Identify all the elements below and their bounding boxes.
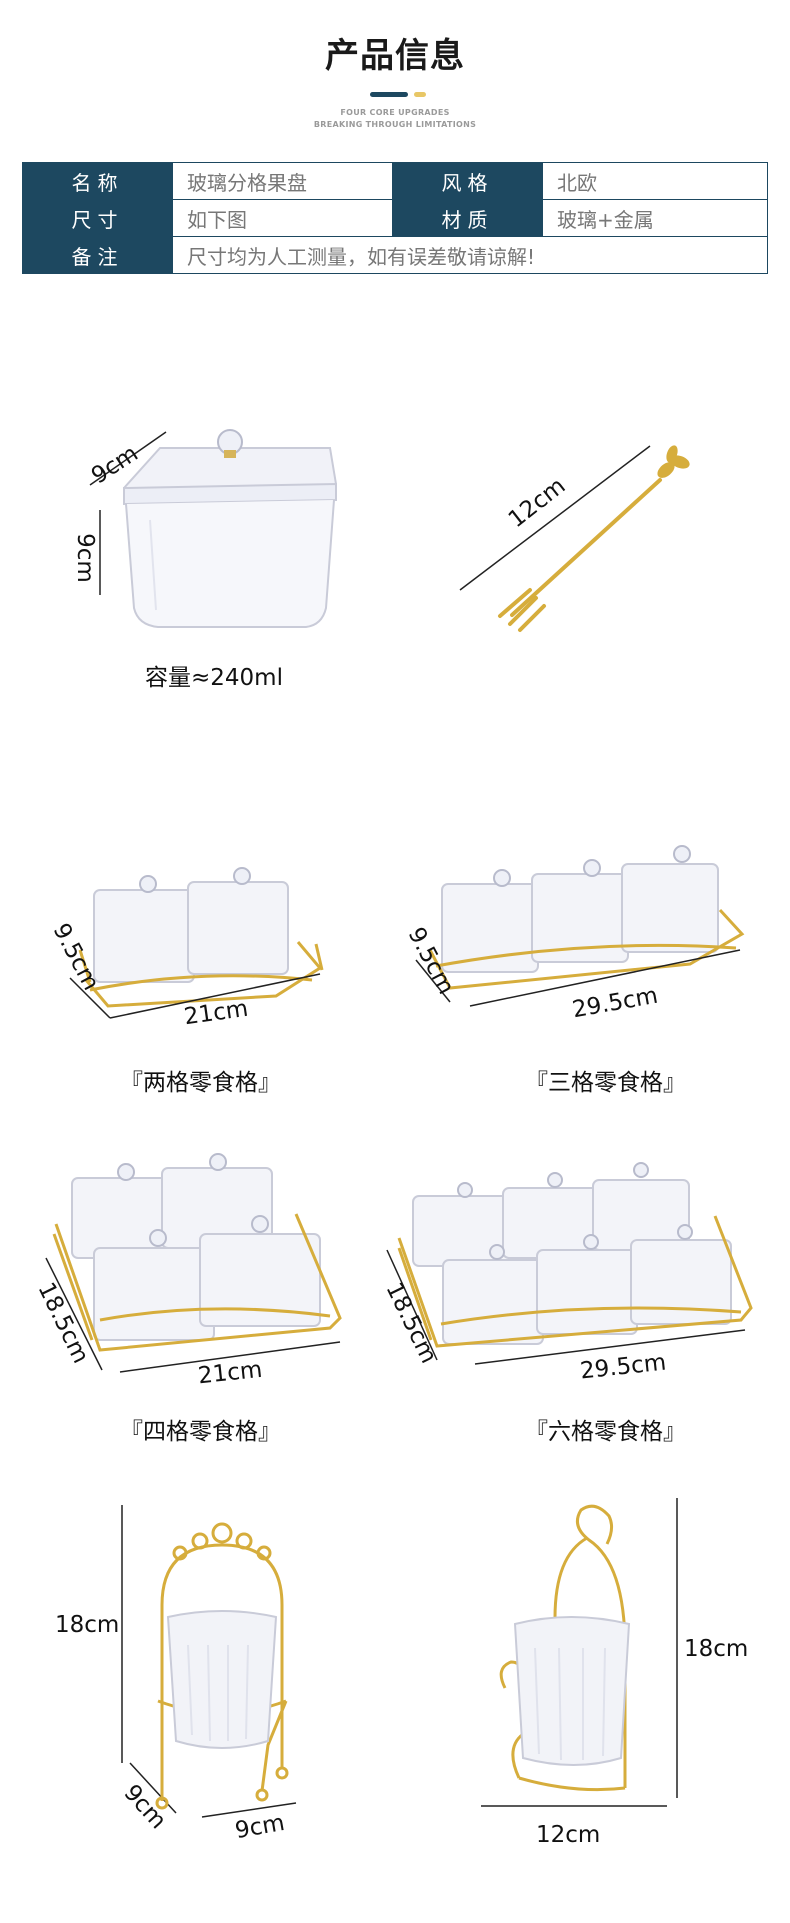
glass-box-height-label: 9cm bbox=[71, 533, 98, 583]
six-grid-image bbox=[386, 1162, 753, 1365]
title-decoration bbox=[370, 92, 430, 98]
subtitle-line-1: FOUR CORE UPGRADES bbox=[340, 108, 450, 117]
four-grid-image bbox=[45, 1153, 342, 1373]
glass-box-image bbox=[123, 429, 337, 628]
spec-key-note: 备注 bbox=[22, 236, 173, 274]
four-grid-caption: 『四格零食格』 bbox=[120, 1419, 281, 1445]
six-grid-caption: 『六格零食格』 bbox=[525, 1419, 686, 1445]
subtitle-line-2: BREAKING THROUGH LIMITATIONS bbox=[313, 120, 477, 129]
swan-cup-image bbox=[481, 1498, 678, 1807]
spec-key-material: 材质 bbox=[392, 199, 543, 237]
spec-key-size: 尺寸 bbox=[22, 199, 173, 237]
swan-cup-height-label: 18cm bbox=[684, 1636, 749, 1662]
spec-row: 尺寸 如下图 材质 玻璃+金属 bbox=[22, 199, 768, 237]
four-grid-width-label: 21cm bbox=[196, 1356, 264, 1390]
spec-value-name: 玻璃分格果盘 bbox=[172, 162, 393, 200]
page-title: 产品信息 bbox=[325, 36, 465, 76]
three-grid-caption: 『三格零食格』 bbox=[525, 1070, 686, 1096]
two-grid-caption: 『两格零食格』 bbox=[120, 1070, 281, 1096]
glass-box-capacity: 容量≈240ml bbox=[145, 665, 283, 691]
spec-value-size: 如下图 bbox=[172, 199, 393, 237]
two-grid-image bbox=[69, 867, 324, 1019]
spec-table: 名称 玻璃分格果盘 风格 北欧 尺寸 如下图 材质 玻璃+金属 备注 尺寸均为人… bbox=[22, 162, 768, 274]
spec-value-style: 北欧 bbox=[542, 162, 768, 200]
glass-box-dimension-lines bbox=[89, 431, 167, 595]
spec-row: 备注 尺寸均为人工测量，如有误差敬请谅解! bbox=[22, 236, 768, 274]
three-grid-image bbox=[415, 845, 745, 1007]
spec-key-name: 名称 bbox=[22, 162, 173, 200]
swan-cup-width-label: 12cm bbox=[536, 1822, 601, 1848]
crown-cup-image bbox=[121, 1505, 297, 1818]
spec-key-style: 风格 bbox=[392, 162, 543, 200]
spec-row: 名称 玻璃分格果盘 风格 北欧 bbox=[22, 162, 768, 200]
fork-image bbox=[459, 445, 690, 632]
spec-value-note: 尺寸均为人工测量，如有误差敬请谅解! bbox=[172, 236, 768, 274]
crown-cup-height-label: 18cm bbox=[55, 1612, 120, 1638]
spec-value-material: 玻璃+金属 bbox=[542, 199, 768, 237]
